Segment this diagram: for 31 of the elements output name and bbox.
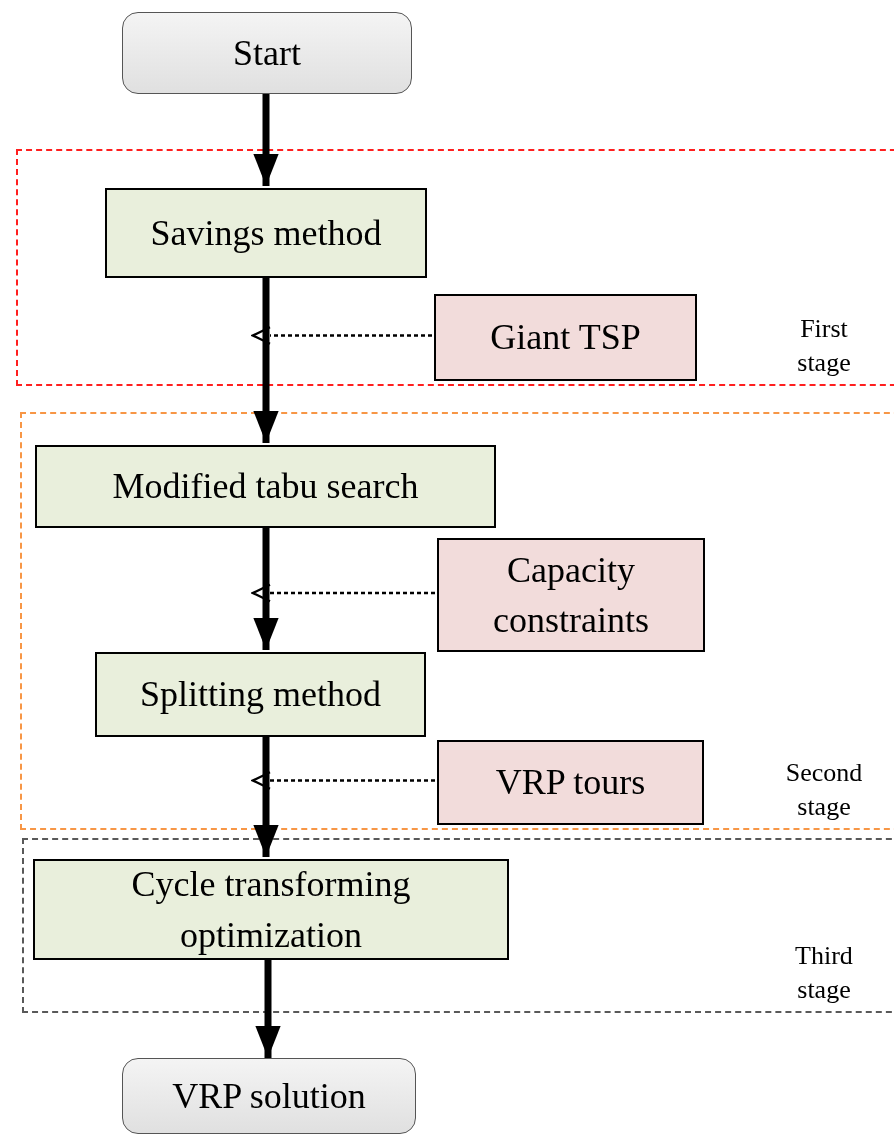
- node-label: Cycle transforming optimization: [130, 863, 412, 957]
- node-label: VRP solution: [171, 1074, 367, 1118]
- arrow: [251, 583, 435, 603]
- process-box: [33, 859, 509, 960]
- node-label: Giant TSP: [489, 316, 642, 360]
- stage-region: [16, 149, 894, 386]
- arrow: [255, 958, 281, 1058]
- arrow: [253, 94, 279, 186]
- start-terminal: [122, 12, 412, 94]
- arrow: [253, 276, 279, 443]
- node-label: Capacity constraints: [492, 548, 650, 642]
- node-label: Splitting method: [139, 673, 382, 717]
- stage-label: Third stage: [794, 940, 854, 1007]
- node-label: Modified tabu search: [111, 465, 420, 509]
- process-box: [35, 445, 496, 528]
- stage-label: First stage: [796, 313, 852, 380]
- stage-label: Second stage: [784, 757, 864, 824]
- arrow: [251, 771, 435, 790]
- node-label: Start: [232, 31, 302, 75]
- stage-region: [22, 838, 894, 1013]
- input-box: [437, 740, 704, 825]
- arrow: [251, 326, 432, 345]
- input-box: [437, 538, 705, 652]
- end-terminal: [122, 1058, 416, 1134]
- arrow: [253, 735, 279, 857]
- node-label: Savings method: [149, 211, 383, 255]
- input-box: [434, 294, 697, 381]
- node-label: VRP tours: [494, 761, 647, 805]
- process-box: [105, 188, 427, 278]
- process-box: [95, 652, 426, 737]
- arrow: [253, 526, 279, 650]
